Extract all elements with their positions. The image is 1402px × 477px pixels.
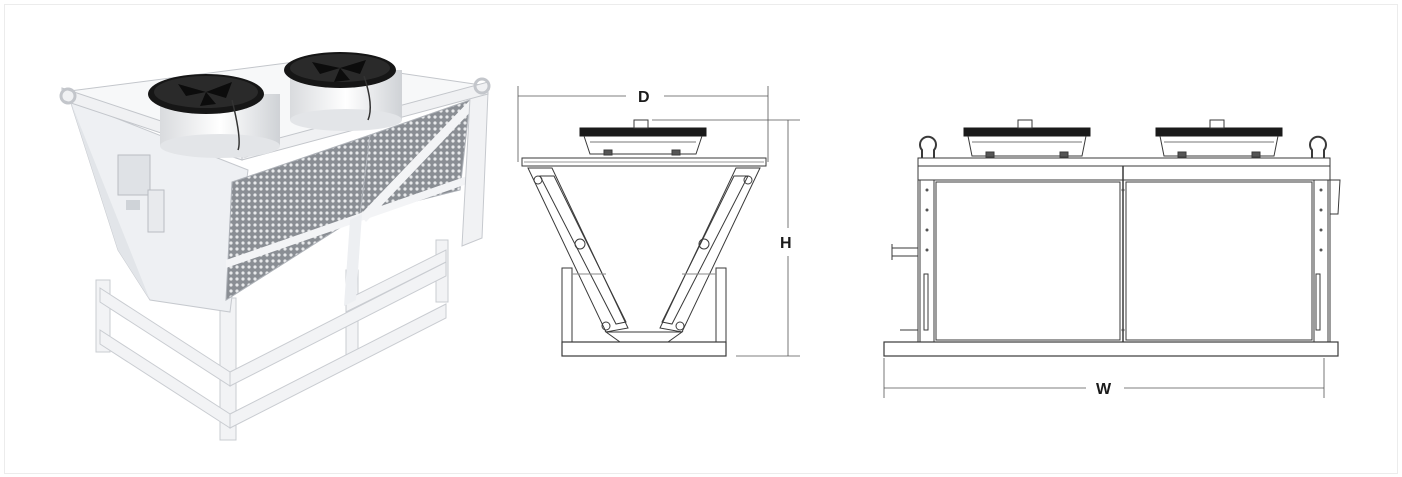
control-box — [117, 154, 151, 196]
fan-icon — [1155, 119, 1283, 158]
front-view-drawing — [883, 119, 1341, 357]
fan-icon — [963, 119, 1091, 158]
fan-icon — [579, 119, 707, 156]
depth-label: D — [638, 89, 650, 106]
dry-cooler-photo — [59, 52, 491, 441]
width-label: W — [1096, 381, 1112, 398]
height-dimension — [652, 119, 800, 357]
height-label: H — [780, 235, 792, 252]
fan-icon — [284, 52, 402, 131]
side-view-drawing — [521, 119, 767, 357]
lifting-lug — [473, 77, 491, 95]
fan-icon — [148, 74, 280, 158]
width-dimension — [883, 358, 1325, 398]
lifting-lug — [59, 87, 77, 105]
depth-dimension — [517, 86, 769, 162]
